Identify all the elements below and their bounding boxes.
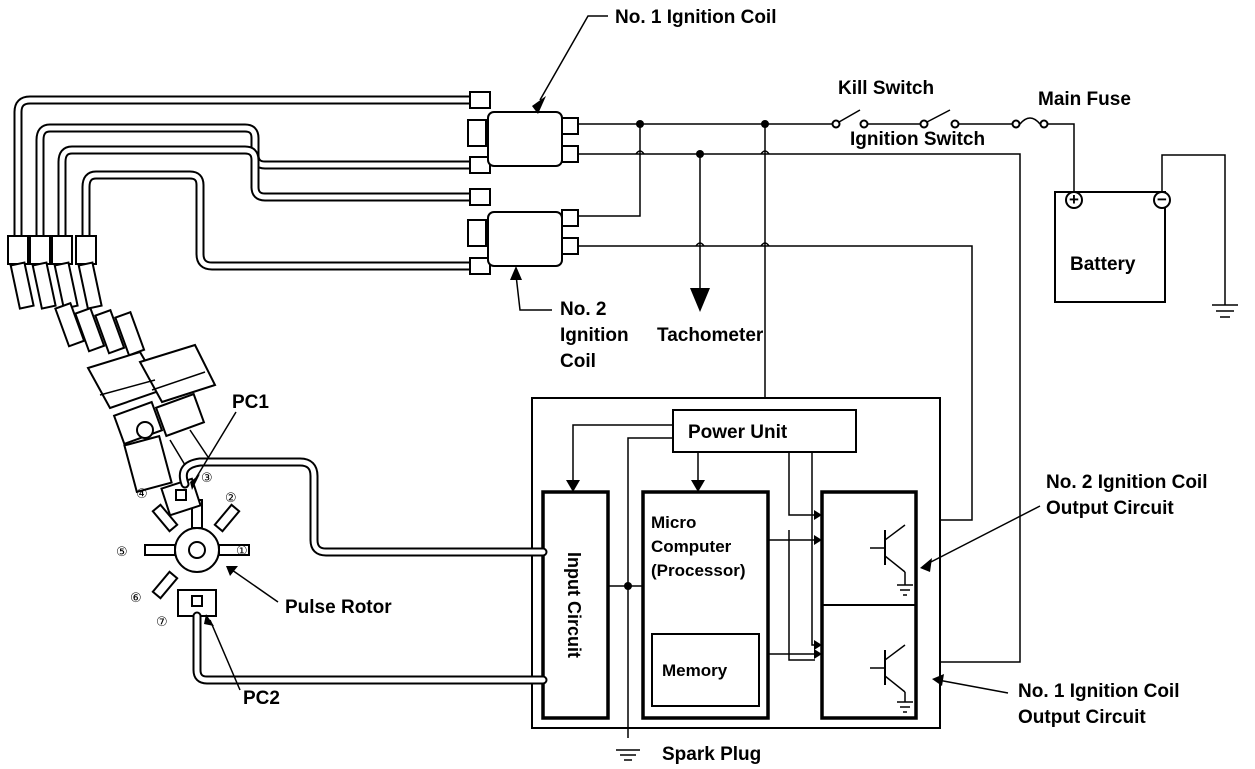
pickup-leads	[178, 457, 548, 685]
position-3: ③	[201, 471, 213, 486]
battery-minus-sign: −	[1157, 190, 1167, 209]
transistor-icon-2	[870, 524, 913, 596]
memory-box	[651, 633, 760, 707]
label-no2-line3: Coil	[560, 351, 596, 372]
ignition-control-unit	[531, 397, 941, 761]
rotor-position-numbers: ① ② ③ ④ ⑤ ⑥ ⑦	[116, 471, 248, 630]
label-spark-plug: Spark Plug	[662, 744, 761, 765]
ground-icon	[1212, 304, 1238, 318]
ignition-coil-2	[467, 188, 579, 275]
label-pc1: PC1	[232, 392, 269, 413]
power-unit-box	[672, 409, 857, 453]
engine-pistons-icon	[86, 343, 217, 494]
labels: No. 1 Ignition Coil Kill Switch Main Fus…	[232, 7, 1207, 765]
label-main-fuse: Main Fuse	[1038, 89, 1131, 110]
label-out2-line2: Output Circuit	[1046, 498, 1174, 519]
label-out2-line1: No. 2 Ignition Coil	[1046, 472, 1207, 493]
callout-arrows	[190, 15, 1041, 694]
label-input-circuit: Input Circuit	[564, 552, 584, 658]
label-no1-ignition-coil: No. 1 Ignition Coil	[615, 7, 776, 28]
label-no2-line2: Ignition	[560, 325, 629, 346]
label-micro-line3: (Processor)	[651, 561, 745, 580]
plug-tips	[54, 301, 146, 357]
position-1: ①	[236, 544, 248, 559]
position-2: ②	[225, 491, 237, 506]
label-out1-line1: No. 1 Ignition Coil	[1018, 681, 1179, 702]
position-7: ⑦	[156, 615, 168, 630]
pulse-rotor	[144, 499, 250, 600]
pickup-coil-pc1	[160, 477, 202, 517]
label-ignition-switch: Ignition Switch	[850, 129, 985, 150]
input-circuit-box	[541, 490, 610, 720]
label-micro-line2: Computer	[651, 537, 732, 556]
label-pulse-rotor: Pulse Rotor	[285, 597, 392, 618]
battery-plus-sign: +	[1069, 190, 1079, 209]
battery	[1054, 191, 1166, 303]
position-5: ⑤	[116, 545, 128, 560]
spark-plugs	[7, 235, 146, 357]
label-battery: Battery	[1070, 254, 1136, 275]
position-6: ⑥	[130, 591, 142, 606]
ignition-coil-1	[467, 91, 579, 174]
label-kill-switch: Kill Switch	[838, 78, 934, 99]
label-pc2: PC2	[243, 688, 280, 709]
spark-plug-cables	[13, 95, 475, 271]
label-power-unit: Power Unit	[688, 422, 788, 443]
transistor-icon-1	[870, 644, 913, 713]
position-4: ④	[136, 487, 148, 502]
label-no2-line1: No. 2	[560, 299, 606, 320]
ground-icon	[616, 749, 640, 761]
label-memory: Memory	[662, 661, 728, 680]
label-tachometer: Tachometer	[657, 325, 764, 346]
label-out1-line2: Output Circuit	[1018, 707, 1146, 728]
label-micro-line1: Micro	[651, 513, 696, 532]
power-wiring: + −	[578, 109, 1238, 663]
